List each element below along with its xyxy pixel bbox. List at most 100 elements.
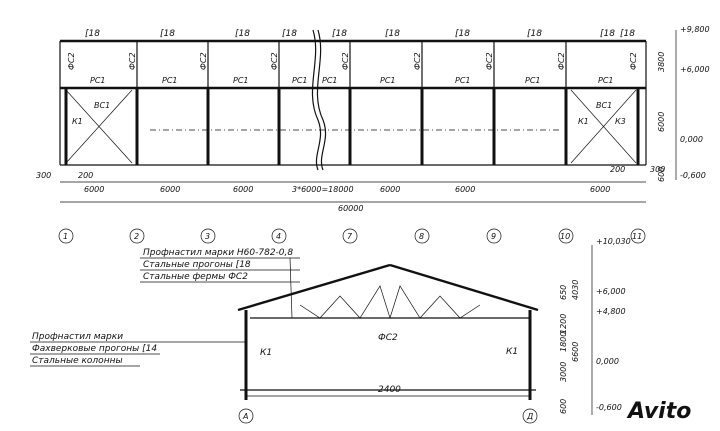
truss-label: ФС2 bbox=[485, 52, 494, 70]
vertical-dim: 650 bbox=[559, 285, 568, 300]
truss-labels: ФС2 ФС2 ФС2 ФС2 ФС2 ФС2 ФС2 ФС2 ФС2 bbox=[67, 52, 638, 70]
axis-marker: 11 bbox=[632, 232, 642, 241]
cross-section bbox=[30, 257, 539, 400]
truss-label: ФС2 bbox=[199, 52, 208, 70]
column-label-k3: К3 bbox=[615, 117, 626, 126]
vertical-dim: 6600 bbox=[571, 342, 580, 362]
purlin-label: [18 bbox=[600, 29, 615, 39]
callout-wall-purlins: Фахверковые прогоны [14 bbox=[32, 344, 157, 354]
level-mark: +4,800 bbox=[596, 307, 626, 316]
brace-label-right: ВС1 bbox=[596, 101, 612, 110]
edge-dim: 200 bbox=[610, 165, 625, 174]
column-label-left: К1 bbox=[260, 348, 272, 358]
truss-label-fs2: ФС2 bbox=[378, 333, 398, 343]
axis-marker: А bbox=[242, 412, 248, 421]
purlin-label: [18 bbox=[620, 29, 635, 39]
purlin-labels: [18 [18 [18 [18 [18 [18 [18 [18 [18 [18 bbox=[85, 29, 635, 39]
plan-axes: 1 2 3 4 7 8 9 10 11 bbox=[58, 228, 646, 244]
truss-label: ФС2 bbox=[128, 52, 137, 70]
truss-label: ФС2 bbox=[413, 52, 422, 70]
edge-dim: 300 bbox=[650, 165, 665, 174]
span-dim: 6000 bbox=[160, 185, 180, 194]
strut-label: РС1 bbox=[292, 76, 308, 85]
callout-purlins: Стальные прогоны [18 bbox=[143, 260, 251, 270]
level-mark: +6,000 bbox=[680, 65, 710, 74]
brace-label-left: ВС1 bbox=[94, 101, 110, 110]
strut-label: РС1 bbox=[525, 76, 541, 85]
member-labels: ВС1 ВС1 К1 К1 К3 bbox=[72, 101, 626, 126]
vertical-dim: 600 bbox=[657, 167, 666, 182]
strut-label: РС1 bbox=[380, 76, 396, 85]
strut-label: РС1 bbox=[162, 76, 178, 85]
vertical-dim: 1800 bbox=[559, 332, 568, 352]
span-dim: 6000 bbox=[380, 185, 400, 194]
span-dim: 6000 bbox=[84, 185, 104, 194]
callout-wall-sheet: Профнастил марки bbox=[32, 332, 123, 342]
purlin-label: [18 bbox=[385, 29, 400, 39]
section-callouts: Профнастил марки Н60-782-0,8 Стальные пр… bbox=[32, 248, 293, 366]
longitudinal-elevation bbox=[59, 29, 647, 171]
axis-marker: 3 bbox=[205, 232, 210, 241]
column-label-right: К1 bbox=[506, 347, 518, 357]
vertical-dim: 4030 bbox=[571, 280, 580, 300]
edge-dim: 200 bbox=[78, 171, 93, 180]
purlin-label: [18 bbox=[282, 29, 297, 39]
vertical-dim: 3000 bbox=[559, 362, 568, 382]
level-mark: +10,030 bbox=[596, 237, 631, 246]
level-mark: -0,600 bbox=[680, 171, 706, 180]
vertical-dim: 600 bbox=[559, 399, 568, 414]
vertical-dim: 6000 bbox=[657, 112, 666, 132]
section-axes: А Д bbox=[238, 408, 538, 424]
strut-label: РС1 bbox=[322, 76, 338, 85]
truss-label: ФС2 bbox=[67, 52, 76, 70]
strut-label: РС1 bbox=[455, 76, 471, 85]
span-dim: 6000 bbox=[233, 185, 253, 194]
column-label-k1: К1 bbox=[72, 117, 83, 126]
vertical-dim: 1200 bbox=[559, 314, 568, 334]
axis-marker: 10 bbox=[560, 232, 570, 241]
plan-dimensions: 6000 6000 6000 3*6000=18000 6000 6000 60… bbox=[36, 165, 665, 213]
level-mark: +6,000 bbox=[596, 287, 626, 296]
truss-label: ФС2 bbox=[341, 52, 350, 70]
span-dim: 6000 bbox=[455, 185, 475, 194]
truss-label: ФС2 bbox=[557, 52, 566, 70]
span-dim-section: 2400 bbox=[378, 385, 401, 395]
axis-marker: 1 bbox=[63, 232, 68, 241]
strut-labels: РС1 РС1 РС1 РС1 РС1 РС1 РС1 РС1 РС1 bbox=[90, 76, 614, 85]
purlin-label: [18 bbox=[455, 29, 470, 39]
axis-marker: 8 bbox=[419, 232, 424, 241]
column-label-k1-right: К1 bbox=[578, 117, 589, 126]
span-dim: 6000 bbox=[590, 185, 610, 194]
purlin-label: [18 bbox=[527, 29, 542, 39]
axis-marker: 4 bbox=[276, 232, 281, 241]
vertical-dim: 3800 bbox=[657, 52, 666, 72]
strut-label: РС1 bbox=[598, 76, 614, 85]
strut-label: РС1 bbox=[233, 76, 249, 85]
plan-levels: +9,800 +6,000 0,000 -0,600 3800 6000 600 bbox=[657, 25, 710, 182]
purlin-label: [18 bbox=[160, 29, 175, 39]
purlin-label: [18 bbox=[332, 29, 347, 39]
purlin-label: [18 bbox=[235, 29, 250, 39]
strut-label: РС1 bbox=[90, 76, 106, 85]
level-mark: +9,800 bbox=[680, 25, 710, 34]
edge-dim: 300 bbox=[36, 171, 51, 180]
axis-marker: 7 bbox=[347, 232, 353, 241]
axis-marker: 9 bbox=[491, 232, 496, 241]
truss-label: ФС2 bbox=[270, 52, 279, 70]
callout-columns: Стальные колонны bbox=[32, 356, 123, 366]
total-dim: 60000 bbox=[338, 204, 363, 213]
axis-marker: Д bbox=[526, 412, 533, 421]
axis-marker: 2 bbox=[134, 232, 139, 241]
avito-watermark: Avito bbox=[626, 399, 691, 424]
section-levels: +10,030 +6,000 +4,800 0,000 -0,600 650 4… bbox=[559, 237, 631, 415]
callout-trusses: Стальные фермы ФС2 bbox=[143, 272, 248, 282]
truss-label: ФС2 bbox=[629, 52, 638, 70]
level-mark: 0,000 bbox=[596, 357, 619, 366]
level-mark: -0,600 bbox=[596, 403, 622, 412]
section-labels: ФС2 К1 К1 2400 bbox=[260, 333, 518, 395]
level-mark: 0,000 bbox=[680, 135, 703, 144]
callout-profnastil: Профнастил марки Н60-782-0,8 bbox=[143, 248, 293, 258]
purlin-label: [18 bbox=[85, 29, 100, 39]
span-dim: 3*6000=18000 bbox=[292, 185, 354, 194]
